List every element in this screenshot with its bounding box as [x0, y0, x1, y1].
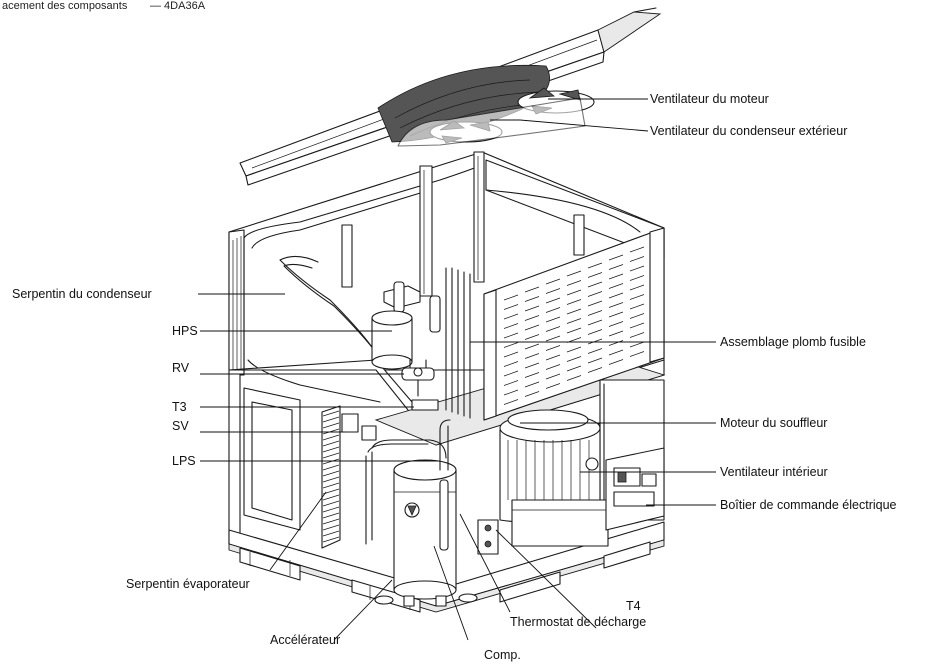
indoor-blower: [499, 413, 609, 547]
label-sv: SV: [172, 419, 189, 433]
accumulator: [371, 310, 413, 370]
label-moteur-souffleur: Moteur du souffleur: [720, 416, 827, 430]
top-panel: [239, 7, 662, 186]
evaporator-coil: [321, 405, 341, 549]
label-t4: T4: [626, 599, 641, 613]
page-title: acement des composants: [2, 0, 128, 12]
label-rv: RV: [172, 361, 190, 375]
label-ventilateur-interieur: Ventilateur intérieur: [720, 465, 828, 479]
label-ventilateur-moteur: Ventilateur du moteur: [650, 92, 769, 106]
label-accelerateur: Accélérateur: [270, 633, 340, 647]
control-box: [605, 447, 665, 531]
label-ventilateur-condenseur-exterieur: Ventilateur du condenseur extérieur: [650, 124, 847, 138]
louvered-panel: [483, 227, 665, 421]
leader-lines: [198, 98, 716, 641]
label-lps: LPS: [172, 454, 196, 468]
blower-motor: [507, 409, 589, 431]
label-boitier-commande-electrique: Boîtier de commande électrique: [720, 498, 897, 512]
label-serpentin-condenseur: Serpentin du condenseur: [12, 287, 152, 301]
label-hps: HPS: [172, 324, 198, 338]
callout-labels: Ventilateur du moteur Ventilateur du con…: [12, 92, 897, 662]
reversing-valve: [401, 359, 435, 397]
label-thermostat-decharge: Thermostat de décharge: [510, 615, 646, 629]
label-comp: Comp.: [484, 648, 521, 662]
label-serpentin-evaporateur: Serpentin évaporateur: [126, 577, 250, 591]
page-title-model: — 4DA36A: [150, 0, 206, 12]
internal-components: [279, 255, 665, 607]
label-assemblage-plomb-fusible: Assemblage plomb fusible: [720, 335, 866, 349]
compressor: [393, 419, 457, 607]
label-t3: T3: [172, 400, 187, 414]
